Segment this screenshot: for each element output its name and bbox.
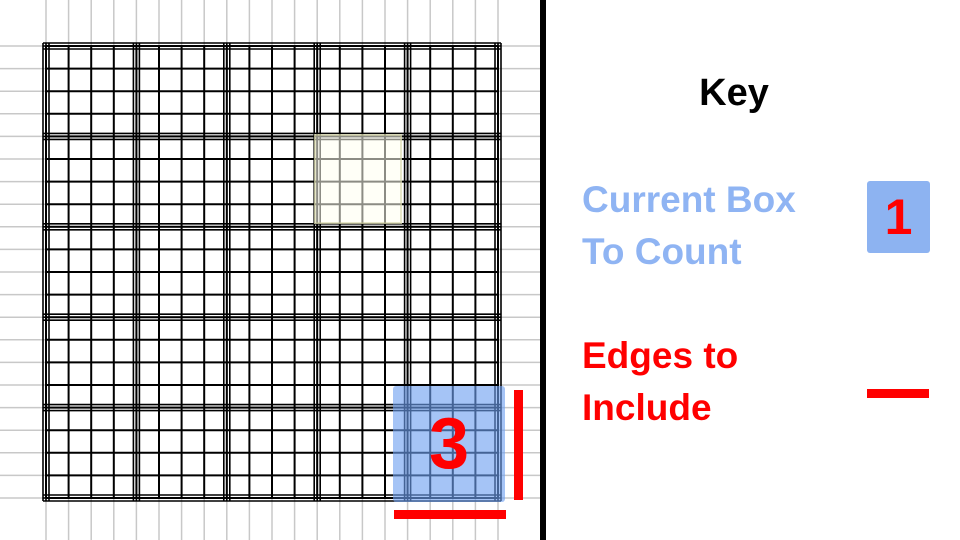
- current-count-number: 3: [428, 404, 470, 484]
- edge-swatch: [867, 389, 929, 398]
- counting-grid-panel: 3: [0, 0, 540, 540]
- edges-label: Edges to Include: [582, 330, 738, 434]
- include-edge-bottom: [394, 510, 506, 519]
- include-edge-right: [514, 390, 523, 500]
- current-count-box: 3: [393, 386, 505, 502]
- key-panel: Key Current Box To Count 1 Edges to Incl…: [546, 0, 960, 540]
- key-title: Key: [699, 72, 769, 114]
- current-box-label-line-1: Current Box: [582, 179, 796, 220]
- current-box-label-line-2: To Count: [582, 231, 742, 272]
- panel-divider: [540, 0, 546, 540]
- edges-label-line-1: Edges to: [582, 335, 739, 376]
- current-box-swatch: 1: [867, 181, 930, 253]
- edges-label-line-2: Include: [582, 387, 712, 428]
- current-box-label: Current Box To Count: [582, 174, 796, 278]
- current-box-swatch-number: 1: [884, 189, 913, 245]
- highlighted-grid-square: [314, 134, 402, 224]
